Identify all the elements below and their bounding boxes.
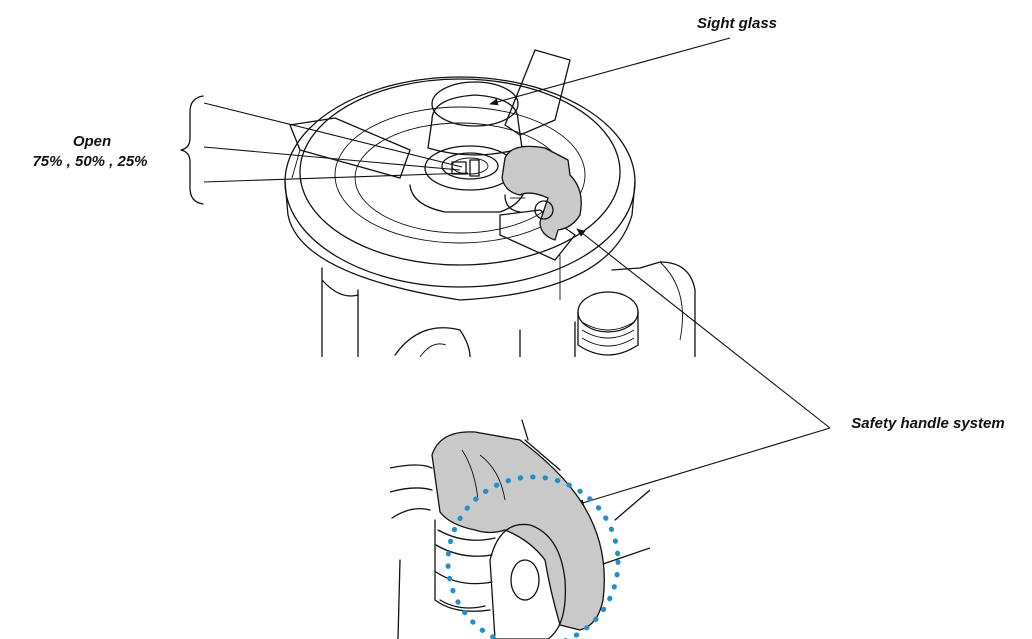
sight-glass-arrow [489,37,731,106]
highlight-circle [445,474,621,639]
open-positions-callout: Open 75% , 50% , 25% [32,95,469,205]
safety-handle [501,145,582,241]
brace [180,95,204,205]
leader-25 [203,172,469,183]
open-title: Open [73,133,111,150]
safety-handle-arrow-top [576,228,831,429]
sight-glass-label: Sight glass [697,15,777,32]
safety-handle-label: Safety handle system [851,415,1004,432]
sight-glass [409,81,526,213]
open-percentages: 75% , 50% , 25% [32,153,147,170]
safety-handle-arrow-detail [575,427,831,507]
leader-50 [203,146,461,171]
sight-glass-callout: Sight glass [489,15,777,106]
safety-handle-detail [390,419,650,639]
valve-illustration [284,49,696,357]
safety-handle-callout: Safety handle system [575,228,1005,507]
valve-body [321,261,696,357]
handwheel [284,49,636,301]
leader-75 [203,102,463,168]
bonnet-nut [577,291,639,356]
